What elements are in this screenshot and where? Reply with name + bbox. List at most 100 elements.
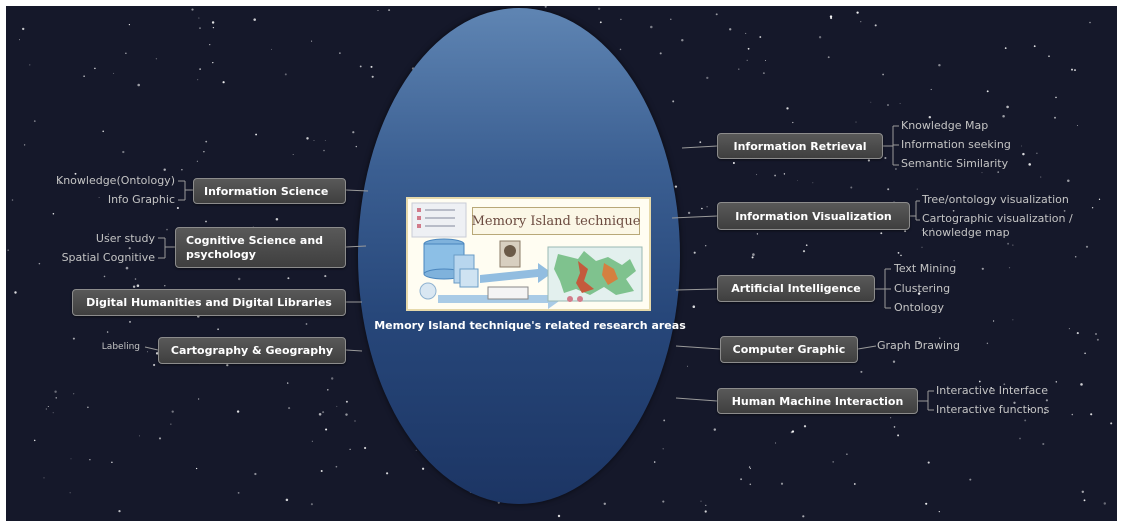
star (153, 363, 156, 367)
star (1110, 422, 1113, 425)
star (599, 21, 602, 24)
star (364, 446, 367, 450)
star (812, 182, 814, 184)
star (945, 122, 947, 124)
branch-digital-humanities[interactable]: Digital Humanities and Digital Libraries (72, 289, 346, 316)
star (846, 453, 848, 455)
star (1002, 115, 1005, 118)
star (986, 342, 989, 345)
star (1016, 389, 1018, 391)
branch-artificial-intelligence[interactable]: Artificial Intelligence (717, 275, 875, 302)
branch-human-machine-interaction[interactable]: Human Machine Interaction (717, 388, 918, 414)
star (323, 149, 325, 152)
star (125, 266, 129, 270)
leaf-spatial-cognitive: Spatial Cognitive (61, 251, 155, 264)
star (217, 328, 219, 331)
star (732, 162, 735, 164)
star (603, 502, 606, 505)
branch-label: Computer Graphic (732, 343, 846, 356)
thumbnail-title: Memory Island technique (472, 207, 640, 235)
star (759, 36, 762, 38)
branch-cartography-geography[interactable]: Cartography & Geography (158, 337, 346, 364)
star (786, 107, 789, 110)
star (672, 100, 675, 103)
star (1019, 437, 1021, 440)
star (354, 420, 356, 422)
star (693, 251, 696, 254)
star (52, 412, 54, 414)
star (1074, 69, 1076, 72)
star (1071, 413, 1074, 416)
star (653, 461, 656, 463)
star (981, 267, 984, 270)
star (1080, 383, 1083, 386)
star (275, 217, 279, 221)
star (899, 102, 901, 104)
star (856, 11, 859, 14)
star (747, 47, 750, 50)
star (780, 482, 784, 485)
branch-information-science[interactable]: Information Science (193, 178, 346, 204)
star (386, 472, 389, 475)
star (322, 411, 325, 414)
star (952, 209, 955, 212)
star (882, 73, 885, 76)
star (670, 18, 672, 21)
leaf-interactive-functions: Interactive functions (936, 403, 1050, 416)
star (197, 79, 199, 81)
star (128, 24, 130, 26)
branch-cognitive-science[interactable]: Cognitive Science and psychology (175, 227, 346, 268)
star (137, 83, 140, 87)
star (23, 144, 26, 146)
star (932, 228, 934, 230)
branch-information-retrieval[interactable]: Information Retrieval (717, 133, 883, 159)
star (746, 59, 748, 62)
star (287, 277, 290, 280)
star (1003, 383, 1006, 386)
branch-computer-graphic[interactable]: Computer Graphic (720, 336, 858, 363)
star (345, 413, 348, 416)
star (355, 145, 357, 148)
branch-information-visualization[interactable]: Information Visualization (717, 202, 910, 230)
star (1095, 333, 1097, 335)
star (860, 370, 863, 373)
branch-label: Information Visualization (735, 209, 892, 223)
star (818, 36, 822, 39)
star (199, 68, 201, 70)
star (1071, 68, 1073, 71)
star (311, 40, 313, 42)
star (359, 65, 362, 68)
star (111, 461, 113, 464)
star (335, 465, 338, 468)
star (255, 133, 258, 136)
star (752, 253, 755, 256)
star (209, 43, 211, 46)
star (1068, 328, 1070, 330)
star (236, 410, 240, 413)
star (292, 154, 294, 155)
star (1040, 176, 1042, 178)
star (181, 168, 183, 171)
star (894, 168, 897, 170)
star (288, 407, 291, 410)
star (986, 90, 989, 93)
star (318, 413, 322, 416)
star (1067, 179, 1070, 183)
star (832, 461, 835, 463)
star (1033, 45, 1036, 48)
branch-label: Information Retrieval (733, 139, 867, 153)
star (22, 27, 25, 31)
star (620, 18, 622, 21)
branch-label: Information Science (204, 184, 329, 198)
star (98, 197, 100, 198)
leaf-info-graphic: Info Graphic (107, 193, 175, 206)
leaf-labeling: Labeling (101, 342, 140, 352)
star (1098, 198, 1101, 200)
star (212, 61, 214, 64)
star (11, 199, 14, 201)
star (222, 81, 225, 84)
star (749, 467, 752, 470)
star (128, 320, 132, 323)
branch-label: Digital Humanities and Digital Libraries (86, 296, 332, 309)
star (981, 172, 983, 174)
